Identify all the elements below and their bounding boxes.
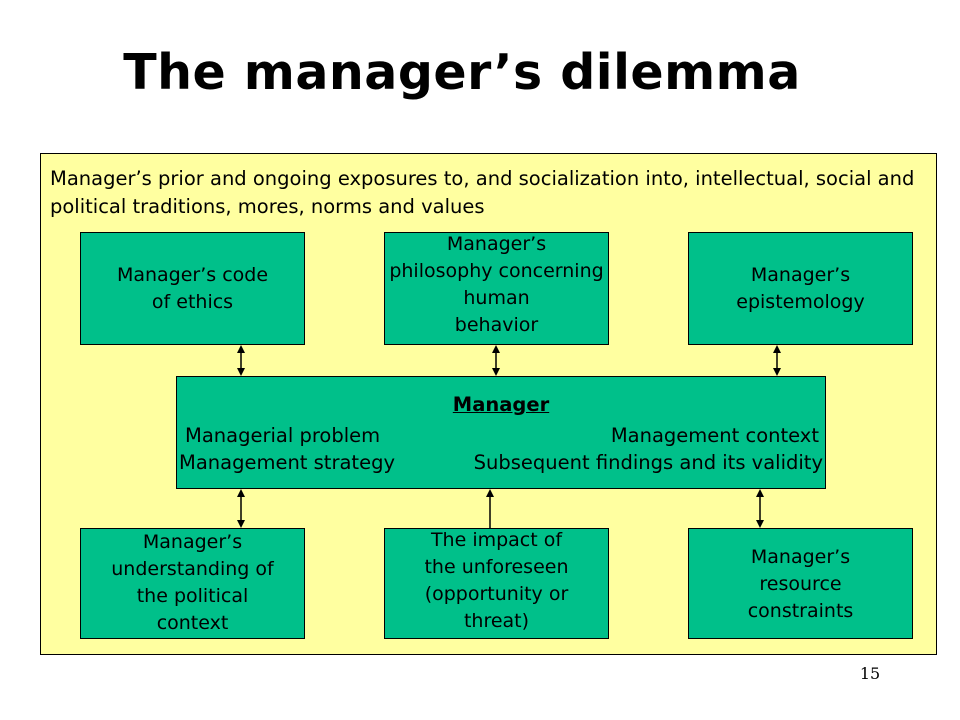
- box-philosophy: Manager’s philosophy concerning human be…: [384, 232, 609, 345]
- box-resource-constraints-label: Manager’s resource constraints: [747, 546, 854, 622]
- box-political-context: Manager’s understanding of the political…: [80, 528, 305, 639]
- box-unforeseen-label: The impact of the unforeseen (opportunit…: [424, 529, 569, 632]
- manager-title: Manager: [452, 393, 550, 416]
- manager-findings: Subsequent findings and its validity: [473, 451, 823, 474]
- manager-strategy: Management strategy: [179, 451, 395, 474]
- box-code-of-ethics-label: Manager’s code of ethics: [116, 264, 269, 313]
- slide-title: The manager’s dilemma: [123, 44, 801, 101]
- context-text: Manager’s prior and ongoing exposures to…: [50, 167, 915, 218]
- box-resource-constraints: Manager’s resource constraints: [688, 528, 913, 639]
- box-manager: Manager Managerial problem Management co…: [176, 376, 826, 489]
- manager-context: Management context: [610, 424, 819, 447]
- box-philosophy-label: Manager’s philosophy concerning human be…: [389, 233, 604, 336]
- box-political-context-label: Manager’s understanding of the political…: [111, 531, 274, 634]
- box-unforeseen: The impact of the unforeseen (opportunit…: [384, 528, 609, 639]
- box-epistemology: Manager’s epistemology: [688, 232, 913, 345]
- page-number: 15: [859, 664, 881, 683]
- box-epistemology-label: Manager’s epistemology: [736, 264, 865, 313]
- manager-problem: Managerial problem: [185, 424, 381, 447]
- box-code-of-ethics: Manager’s code of ethics: [80, 232, 305, 345]
